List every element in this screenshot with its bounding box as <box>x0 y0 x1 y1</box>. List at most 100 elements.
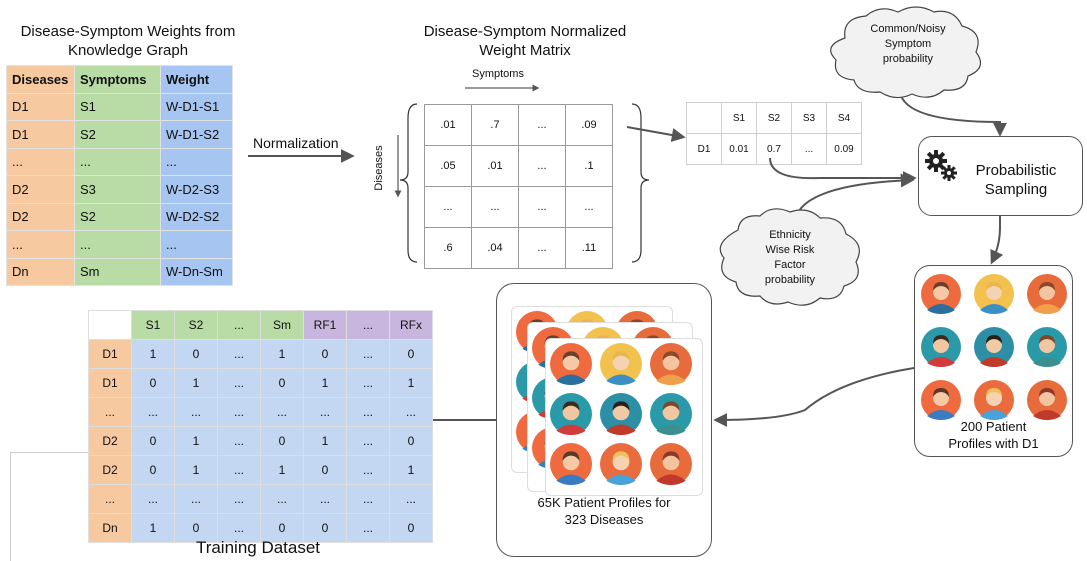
matrix-row: .6.04....11 <box>424 227 613 269</box>
training-cell: 0 <box>131 426 175 456</box>
noisy-cloud-text: Common/Noisy Symptom probability <box>848 22 968 67</box>
kg-cell: D1 <box>6 120 75 149</box>
patient-avatar-icon <box>600 343 642 385</box>
profiles-200-line: 200 Patient <box>960 419 1027 434</box>
ethnicity-line: Ethnicity <box>769 229 811 241</box>
profiles-200-line: Profiles with D1 <box>948 436 1039 451</box>
training-row: ........................ <box>88 484 433 514</box>
matrix-left-brace <box>399 103 418 263</box>
normalization-label: Normalization <box>253 135 339 151</box>
kg-cell: ... <box>74 230 161 259</box>
profiles-65k-line: 323 Diseases <box>564 512 644 527</box>
training-cell: ... <box>389 397 433 427</box>
kg-cell: Dn <box>6 257 75 286</box>
training-cell: 1 <box>303 426 347 456</box>
training-cell: 1 <box>174 368 218 398</box>
kg-title: Disease-Symptom Weights from Knowledge G… <box>0 22 256 60</box>
training-cell: 0 <box>260 368 304 398</box>
matrix-right-brace <box>631 103 650 263</box>
training-cell: 1 <box>131 513 175 543</box>
kg-cell: S1 <box>74 92 161 121</box>
background-frame <box>10 452 121 561</box>
training-cell: 1 <box>303 368 347 398</box>
training-cell: ... <box>174 484 218 514</box>
matrix-row: .01.7....09 <box>424 104 613 146</box>
profiles-65k-line: 65K Patient Profiles for <box>537 495 671 510</box>
row-to-vector-arrow <box>626 126 686 142</box>
patient-profiles-65k-box: 65K Patient Profiles for 323 Diseases <box>496 283 712 557</box>
training-cell: ... <box>88 397 132 427</box>
ethnicity-line: Factor <box>774 259 806 271</box>
training-header-cell: S2 <box>174 310 218 340</box>
noisy-to-sampling-arrow <box>899 91 1007 137</box>
training-cell: ... <box>217 484 261 514</box>
training-cell: 0 <box>303 513 347 543</box>
training-cell: D1 <box>88 339 132 369</box>
patient-avatar-icon <box>921 327 961 367</box>
sv-cell: ... <box>791 133 827 165</box>
training-cell: 1 <box>260 339 304 369</box>
sampling-line: Sampling <box>984 181 1048 198</box>
patient-avatar-icon <box>600 393 642 435</box>
noisy-line: Common/Noisy <box>870 23 946 35</box>
training-cell: ... <box>131 397 175 427</box>
profiles-65k-label: 65K Patient Profiles for 323 Diseases <box>497 494 711 528</box>
sv-cell: 0.01 <box>721 133 757 165</box>
sample-vector-header: S1 S2 S3 S4 <box>686 102 862 134</box>
training-cell: 0 <box>174 339 218 369</box>
training-header-cell: ... <box>346 310 390 340</box>
training-cell: ... <box>174 397 218 427</box>
matrix-cell: ... <box>518 104 566 146</box>
avatar-grid-200 <box>921 274 1067 420</box>
training-header-cell: ... <box>217 310 261 340</box>
training-header-cell: RFx <box>389 310 433 340</box>
kg-cell: W-D2-S3 <box>160 175 233 204</box>
patient-avatar-icon <box>1027 380 1067 420</box>
kg-cell: W-Dn-Sm <box>160 257 233 286</box>
kg-cell: ... <box>6 147 75 176</box>
matrix-title-line-1: Disease-Symptom Normalized <box>423 23 627 40</box>
training-dataset-title: Training Dataset <box>195 538 321 557</box>
training-cell: ... <box>346 455 390 485</box>
training-cell: 0 <box>389 426 433 456</box>
patient-avatar-icon <box>921 380 961 420</box>
training-cell: 0 <box>260 426 304 456</box>
training-cell: ... <box>346 513 390 543</box>
patient-avatar-icon <box>1027 274 1067 314</box>
normalized-matrix: .01.7....09 .05.01....1 ............ .6.… <box>424 104 613 269</box>
sample-vector-row: D1 0.01 0.7 ... 0.09 <box>686 133 862 165</box>
matrix-cell: .11 <box>565 227 613 269</box>
training-header-cell: Sm <box>260 310 304 340</box>
training-cell: 1 <box>260 455 304 485</box>
training-cell: ... <box>217 339 261 369</box>
kg-cell: ... <box>74 147 161 176</box>
matrix-title-line-2: Weight Matrix <box>479 42 571 59</box>
training-cell: ... <box>88 484 132 514</box>
training-cell: ... <box>131 484 175 514</box>
ethnicity-line: Wise Risk <box>765 244 815 256</box>
patient-avatar-icon <box>921 274 961 314</box>
matrix-cell: ... <box>424 186 472 228</box>
patient-avatar-icon <box>650 443 692 485</box>
kg-cell: W-D1-S2 <box>160 120 233 149</box>
training-cell: 0 <box>389 339 433 369</box>
training-header-cell: S1 <box>131 310 175 340</box>
kg-title-line-1: Disease-Symptom Weights from <box>20 23 236 40</box>
training-cell: ... <box>217 368 261 398</box>
training-header-cell: RF1 <box>303 310 347 340</box>
vector-to-sampling-arrow <box>769 157 917 185</box>
training-cell: 1 <box>389 455 433 485</box>
training-cell: ... <box>217 513 261 543</box>
avatar-grid-front <box>550 343 700 493</box>
training-cell: 0 <box>131 455 175 485</box>
training-cell: ... <box>389 484 433 514</box>
kg-cell: ... <box>160 230 233 259</box>
matrix-col-axis-label: Symptoms <box>472 68 524 80</box>
